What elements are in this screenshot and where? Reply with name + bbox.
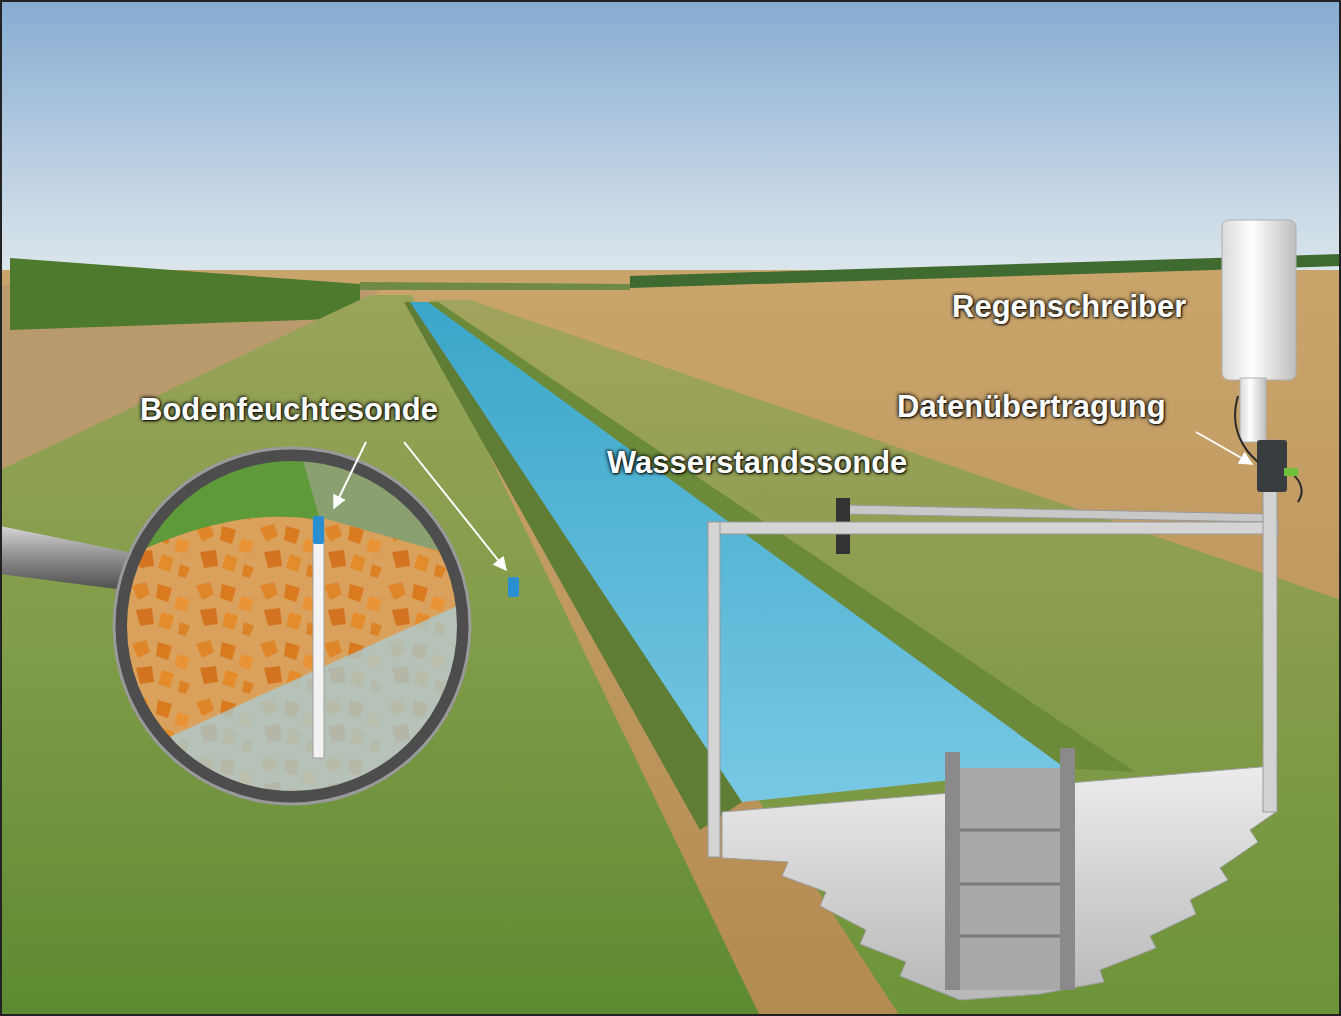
soil-probe-head — [313, 516, 324, 544]
corn-field — [10, 258, 360, 330]
leader-line — [404, 442, 506, 570]
label-text: Datenübertragung — [897, 389, 1166, 424]
part-label: Wasserstandssonde — [607, 445, 907, 481]
magnifier-rim — [114, 448, 470, 804]
stubble-field — [0, 270, 1341, 1016]
wet-soil — [120, 600, 470, 800]
label-text: Wasserstandssonde — [607, 445, 907, 480]
weir-gate — [945, 768, 1075, 990]
label-text: Regenschreiber — [952, 289, 1186, 324]
soil-probe-small — [508, 577, 519, 597]
leader-line — [334, 442, 366, 508]
leader-line — [1196, 432, 1252, 464]
gate-rail — [1060, 748, 1075, 990]
back-bar — [845, 505, 1268, 522]
ditch-water — [410, 302, 1065, 802]
horizon-strip — [360, 282, 630, 290]
rain-gauge-stem — [1240, 378, 1266, 442]
soil-section — [120, 450, 470, 800]
magnifier-view — [120, 450, 470, 800]
part-label: Bodenfeuchtesonde — [140, 392, 438, 428]
rain-gauge — [1222, 220, 1296, 380]
gate-rail — [945, 752, 960, 990]
soil-probe-rod — [313, 522, 324, 758]
frame-post — [708, 522, 720, 857]
frame-bar — [708, 522, 1278, 534]
cable — [1235, 396, 1258, 462]
weir-wall — [722, 766, 1276, 1000]
magnifier-ring — [120, 454, 464, 798]
part-label: Datenübertragung — [897, 389, 1166, 425]
gate-board-edge — [960, 829, 1060, 832]
sky — [0, 0, 1341, 300]
mast-pipe — [1263, 440, 1277, 812]
plug — [1284, 468, 1298, 476]
gate-board-edge — [960, 935, 1060, 938]
label-text: Bodenfeuchtesonde — [140, 392, 438, 427]
gate-board-edge — [960, 883, 1060, 886]
data-transmitter — [1257, 440, 1287, 492]
part-label: Regenschreiber — [952, 289, 1186, 325]
